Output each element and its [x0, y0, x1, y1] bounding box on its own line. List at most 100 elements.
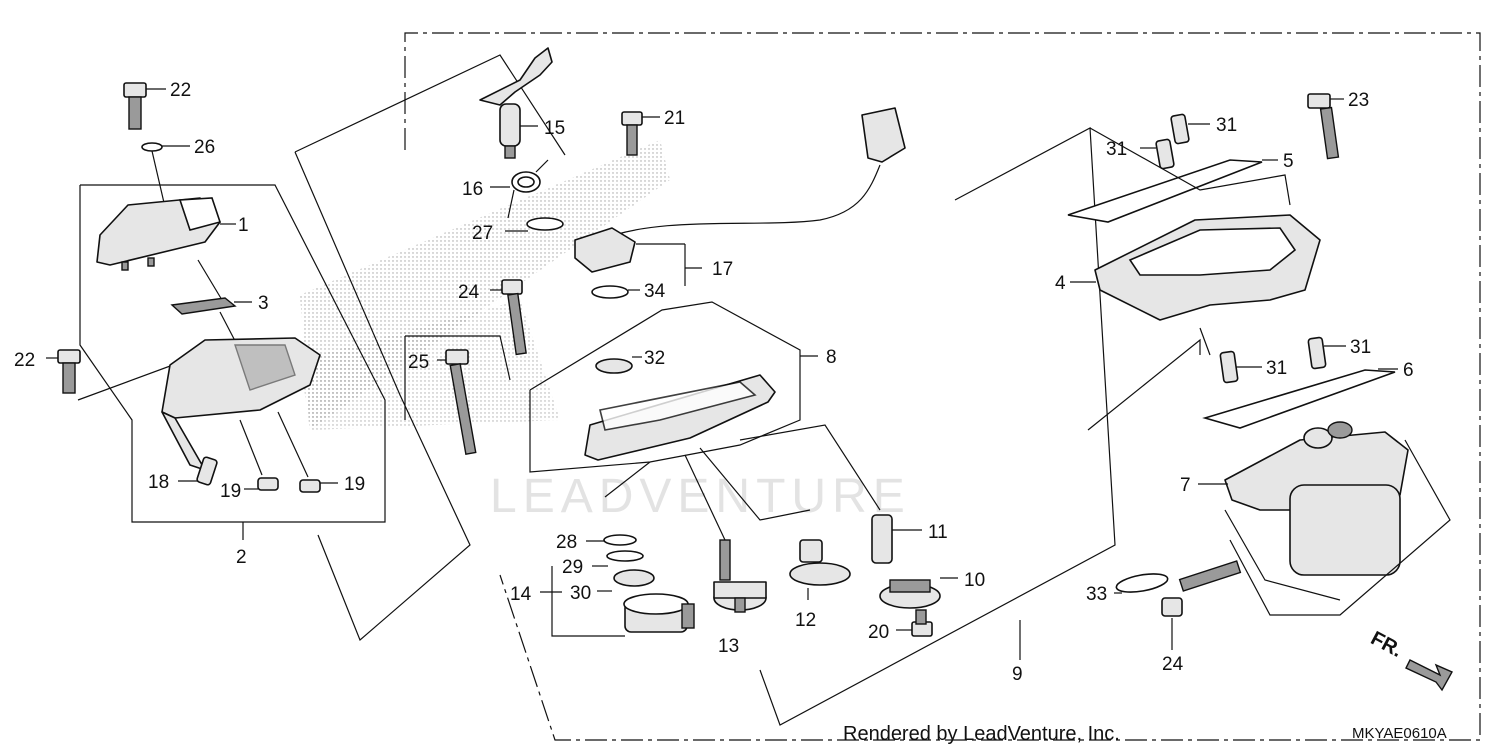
guide-7-lower — [1224, 509, 1341, 601]
group-2-box — [79, 184, 386, 540]
label-22-top: 22 — [170, 80, 191, 101]
leader-to-13 — [684, 454, 726, 541]
clip-28 — [586, 534, 637, 546]
guide-line-15 — [294, 54, 566, 156]
label-10: 10 — [964, 570, 985, 591]
gear-14 — [623, 593, 695, 633]
oring-34 — [591, 285, 640, 299]
dotted-shade-lower — [300, 300, 560, 430]
label-25: 25 — [408, 352, 429, 373]
label-28: 28 — [556, 532, 577, 553]
bolt-25 — [437, 349, 477, 455]
label-16: 16 — [462, 179, 483, 200]
gear-12 — [789, 539, 851, 600]
guide-25 — [405, 335, 511, 381]
bolt-24-right — [1161, 560, 1242, 650]
gear-10 — [879, 577, 958, 609]
label-17: 17 — [712, 259, 733, 280]
pin-31-b — [1170, 113, 1210, 145]
bolt-23 — [1307, 93, 1344, 160]
group-9-guide — [759, 127, 1116, 726]
label-27: 27 — [472, 223, 493, 244]
front-label: FR. — [1367, 627, 1406, 662]
label-24-mid: 24 — [458, 282, 480, 303]
label-31-a: 31 — [1106, 139, 1127, 160]
pin-31-a — [1140, 138, 1175, 170]
watermark: LEADVENTURE — [490, 470, 911, 523]
label-4: 4 — [1055, 273, 1066, 294]
leader-to-11 — [739, 424, 881, 511]
label-3: 3 — [258, 293, 269, 314]
label-19-b: 19 — [344, 474, 365, 495]
bolt-22-top — [123, 82, 166, 130]
label-1: 1 — [238, 215, 249, 236]
label-18: 18 — [148, 472, 169, 493]
label-5: 5 — [1283, 151, 1294, 172]
diagram-code: MKYAE0610A — [1352, 725, 1447, 742]
pin-31-d — [1307, 336, 1346, 370]
label-8: 8 — [826, 347, 837, 368]
washer-29 — [592, 550, 644, 567]
label-23: 23 — [1348, 90, 1369, 111]
outer-dashed-frame — [404, 32, 1481, 741]
harness-17 — [574, 107, 906, 286]
front-direction-arrow: FR. — [1367, 627, 1453, 692]
label-32: 32 — [644, 348, 665, 369]
label-12: 12 — [795, 610, 816, 631]
leader-to-12 — [699, 447, 811, 521]
label-30: 30 — [570, 583, 591, 604]
gear-13 — [713, 539, 767, 613]
leader-1-to-3 — [197, 259, 223, 301]
label-13: 13 — [718, 636, 739, 657]
gasket-6 — [1202, 368, 1398, 429]
label-7: 7 — [1180, 475, 1191, 496]
guide-7-right — [1229, 439, 1451, 616]
label-31-d: 31 — [1350, 337, 1371, 358]
housing-lower — [161, 337, 321, 478]
motor-7 — [1198, 421, 1409, 576]
oring-33 — [1114, 573, 1169, 594]
plate-3 — [170, 297, 252, 361]
label-14: 14 — [510, 584, 532, 605]
grommet-19-a — [244, 477, 279, 491]
baseplate-8 — [584, 374, 776, 461]
label-20: 20 — [868, 622, 889, 643]
label-21: 21 — [664, 108, 685, 129]
pin-18 — [178, 456, 218, 486]
label-11: 11 — [928, 522, 948, 543]
gasket-5 — [1067, 159, 1278, 223]
label-31-c: 31 — [1266, 358, 1287, 379]
bearing-30 — [597, 569, 655, 592]
label-29: 29 — [562, 557, 583, 578]
bolt-21 — [621, 111, 660, 156]
label-6: 6 — [1403, 360, 1414, 381]
label-19-a: 19 — [220, 481, 241, 502]
label-26: 26 — [194, 137, 215, 158]
spring-16 — [490, 159, 549, 219]
label-22-left: 22 — [14, 350, 35, 371]
guide-line-left — [294, 151, 471, 642]
grommet-19-b — [299, 479, 338, 493]
bolt-24-mid — [490, 279, 527, 356]
label-24-right: 24 — [1162, 654, 1184, 675]
callout-labels: 1 2 3 4 5 6 7 8 9 10 11 12 13 14 15 16 1… — [14, 80, 1414, 685]
group-8-box — [529, 301, 801, 473]
guide-4 — [1089, 127, 1291, 206]
guide-7 — [1087, 338, 1201, 431]
footer-credit: Rendered by LeadVenture, Inc. — [843, 723, 1120, 745]
washer-27 — [505, 217, 564, 232]
pinion-11 — [871, 514, 922, 564]
bolt-20 — [896, 609, 933, 637]
pin-31-c — [1219, 350, 1262, 384]
label-9: 9 — [1012, 664, 1023, 685]
cap-32 — [595, 356, 642, 374]
label-34: 34 — [644, 281, 666, 302]
leader-to-28 — [604, 461, 651, 498]
label-15: 15 — [544, 118, 565, 139]
label-31-b: 31 — [1216, 115, 1237, 136]
cover-1 — [96, 197, 236, 271]
housing-4 — [1070, 214, 1321, 356]
bracket-14 — [551, 566, 625, 637]
